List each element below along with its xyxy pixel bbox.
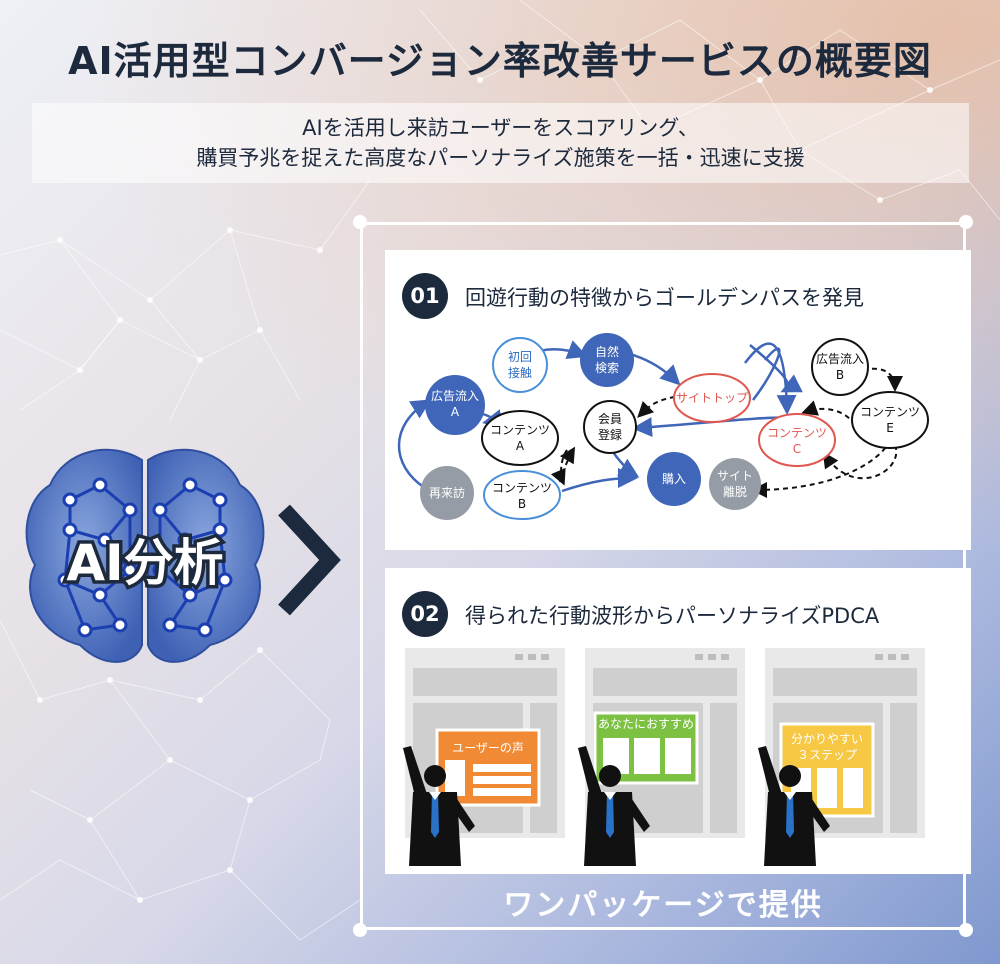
banner-label: ユーザーの声	[452, 741, 524, 755]
edge	[752, 347, 781, 401]
flow-diagram: 広告流入 A 初回 接触 自然 検索 再来訪 コンテンツ A	[397, 333, 929, 520]
banner-label: 分かりやすい	[791, 732, 863, 746]
node-content-e: コンテンツ E	[851, 391, 929, 449]
node-label: E	[886, 421, 894, 435]
banner-label: ３ステップ	[797, 748, 857, 762]
web-page-card: 分かりやすい ３ステップ	[758, 648, 925, 866]
node-member-registration: 会員 登録	[583, 400, 637, 454]
node-label: コンテンツ	[860, 405, 920, 419]
panel-personalize-pdca: 02 得られた行動波形からパーソナライズPDCA	[385, 568, 971, 874]
node-content-c: コンテンツ C	[758, 413, 836, 467]
node-ad-a: 広告流入 A	[425, 375, 485, 435]
edge	[632, 353, 681, 386]
node-label: サイト	[717, 469, 753, 483]
step-number-badge: 02	[402, 591, 448, 637]
node-content-a: コンテンツ A	[481, 410, 559, 466]
node-site-exit: サイト 離脱	[709, 458, 761, 510]
frame-corner-dot	[959, 923, 973, 937]
node-label: A	[451, 405, 460, 419]
node-revisit: 再来訪	[420, 466, 474, 520]
frame-corner-dot	[353, 923, 367, 937]
page-title: AI活用型コンバージョン率改善サービスの概要図	[68, 39, 932, 83]
node-ad-b: 広告流入 B	[811, 338, 869, 396]
node-label: コンテンツ	[490, 423, 550, 437]
node-label: サイトトップ	[676, 391, 748, 405]
node-natural-search: 自然 検索	[580, 333, 634, 387]
node-content-b: コンテンツ B	[483, 470, 561, 520]
banner-label: あなたにおすすめ	[598, 717, 694, 731]
node-label: C	[793, 442, 801, 456]
node-label: 離脱	[723, 484, 747, 499]
subtitle-line-1: AIを活用し来訪ユーザーをスコアリング、	[302, 116, 699, 140]
web-page-card: あなたにおすすめ	[578, 648, 745, 866]
node-label: B	[836, 368, 844, 382]
node-label: コンテンツ	[492, 481, 552, 495]
node-label: 購入	[662, 472, 686, 486]
brain-label: AI分析	[66, 534, 223, 592]
panel-heading: 得られた行動波形からパーソナライズPDCA	[465, 604, 880, 628]
node-label: 自然	[595, 344, 619, 359]
edge	[559, 446, 576, 483]
node-label: A	[516, 439, 525, 453]
frame-corner-dot	[959, 215, 973, 229]
node-label: 再来訪	[429, 485, 465, 500]
chevron-right-icon	[278, 504, 341, 616]
node-label: 広告流入	[431, 389, 479, 403]
node-first-contact: 初回 接触	[492, 337, 548, 393]
subtitle-line-2: 購買予兆を捉えた高度なパーソナライズ施策を一括・迅速に支援	[196, 146, 805, 170]
brain-icon: AI分析	[25, 448, 265, 663]
panel-golden-path: 01 回遊行動の特徴からゴールデンパスを発見	[385, 250, 971, 550]
footer-label: ワンパッケージで提供	[503, 888, 823, 923]
node-label: B	[518, 497, 526, 511]
edge	[637, 396, 676, 418]
node-label: 広告流入	[816, 352, 864, 366]
node-site-top: サイトトップ	[673, 373, 751, 423]
node-label: 登録	[598, 427, 622, 442]
edge	[822, 444, 898, 479]
node-label: 検索	[595, 361, 619, 375]
frame-corner-dot	[353, 215, 367, 229]
edge	[751, 439, 891, 498]
personalize-illustration: ユーザーの声 あなたにおすすめ	[403, 648, 925, 866]
edge	[397, 399, 432, 490]
node-label: 接触	[508, 365, 532, 380]
edge	[561, 468, 638, 493]
panel-heading: 回遊行動の特徴からゴールデンパスを発見	[465, 286, 864, 310]
node-label: 会員	[598, 412, 622, 426]
step-number-badge: 01	[402, 273, 448, 319]
subtitle-box: AIを活用し来訪ユーザーをスコアリング、 購買予兆を捉えた高度なパーソナライズ施…	[32, 103, 969, 183]
web-page-card: ユーザーの声	[403, 648, 565, 866]
edge	[862, 367, 903, 392]
node-purchase: 購入	[647, 452, 701, 506]
edge	[550, 449, 568, 486]
node-label: コンテンツ	[767, 426, 827, 440]
node-label: 初回	[508, 350, 532, 364]
edge	[744, 342, 797, 415]
